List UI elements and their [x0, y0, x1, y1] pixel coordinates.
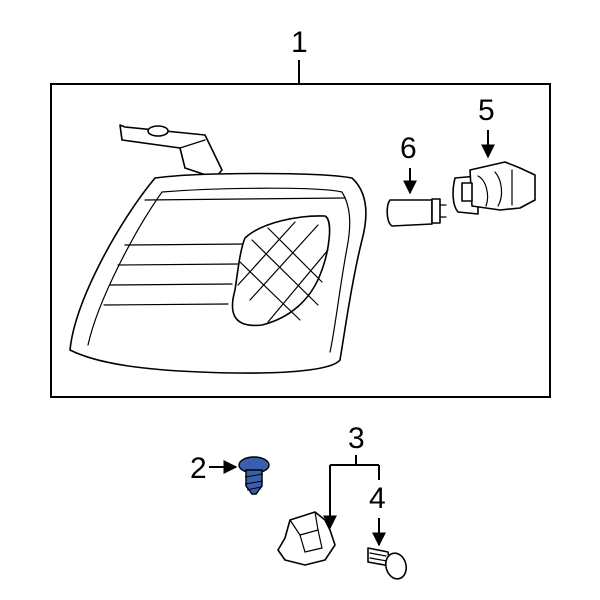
callout-6: 6 — [400, 132, 417, 165]
retainer-bracket — [277, 511, 336, 566]
push-clip — [367, 547, 408, 580]
turn-signal-lamp — [69, 172, 367, 374]
callout-3: 3 — [348, 422, 365, 455]
bulb-socket — [452, 161, 536, 215]
callout-5: 5 — [478, 94, 495, 127]
callout-1: 1 — [291, 26, 308, 59]
screw-highlighted — [238, 456, 270, 495]
callout-2: 2 — [190, 452, 207, 485]
bulb — [386, 198, 447, 227]
callout-4: 4 — [369, 482, 386, 515]
